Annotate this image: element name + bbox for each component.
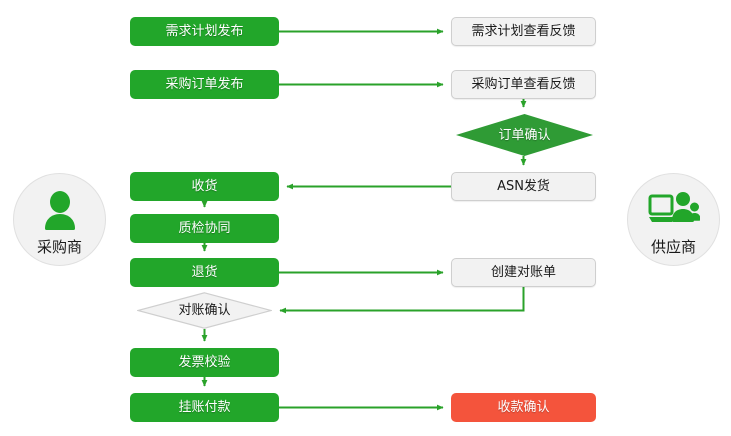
node-statement-confirm[interactable]: 对账确认: [137, 292, 272, 329]
node-payment-posting-label: 挂账付款: [178, 400, 231, 415]
node-payment-posting[interactable]: 挂账付款: [130, 393, 279, 422]
node-receipt-confirm-label: 收款确认: [497, 400, 550, 415]
node-demand-plan-publish[interactable]: 需求计划发布: [130, 17, 279, 46]
node-invoice-verify-label: 发票校验: [178, 355, 231, 370]
node-po-publish[interactable]: 采购订单发布: [130, 70, 279, 99]
node-invoice-verify[interactable]: 发票校验: [130, 348, 279, 377]
node-po-feedback[interactable]: 采购订单查看反馈: [451, 70, 596, 99]
actor-buyer[interactable]: 采购商: [13, 173, 106, 266]
node-goods-receipt[interactable]: 收货: [130, 172, 279, 201]
actor-supplier[interactable]: 供应商: [627, 173, 720, 266]
actor-supplier-label: 供应商: [650, 238, 696, 256]
node-asn-shipment-label: ASN发货: [497, 179, 550, 194]
node-quality-collab[interactable]: 质检协同: [130, 214, 279, 243]
node-return-goods[interactable]: 退货: [130, 258, 279, 287]
person-at-computer-icon: [645, 188, 703, 236]
node-po-feedback-label: 采购订单查看反馈: [471, 77, 576, 92]
node-demand-plan-publish-label: 需求计划发布: [165, 24, 244, 39]
node-create-statement-label: 创建对账单: [490, 265, 556, 280]
node-goods-receipt-label: 收货: [191, 179, 218, 194]
person-icon: [31, 188, 89, 236]
node-order-confirm-label: 订单确认: [498, 127, 551, 143]
node-quality-collab-label: 质检协同: [178, 221, 231, 236]
edge-create-statement-to-statement-confirm: [279, 287, 525, 314]
node-receipt-confirm[interactable]: 收款确认: [451, 393, 596, 422]
node-po-publish-label: 采购订单发布: [165, 77, 244, 92]
node-create-statement[interactable]: 创建对账单: [451, 258, 596, 287]
node-order-confirm[interactable]: 订单确认: [456, 114, 593, 156]
actor-buyer-label: 采购商: [36, 238, 82, 256]
node-demand-plan-feedback[interactable]: 需求计划查看反馈: [451, 17, 596, 46]
node-statement-confirm-label: 对账确认: [178, 303, 231, 318]
node-demand-plan-feedback-label: 需求计划查看反馈: [471, 24, 576, 39]
node-asn-shipment[interactable]: ASN发货: [451, 172, 596, 201]
node-return-goods-label: 退货: [191, 265, 218, 280]
